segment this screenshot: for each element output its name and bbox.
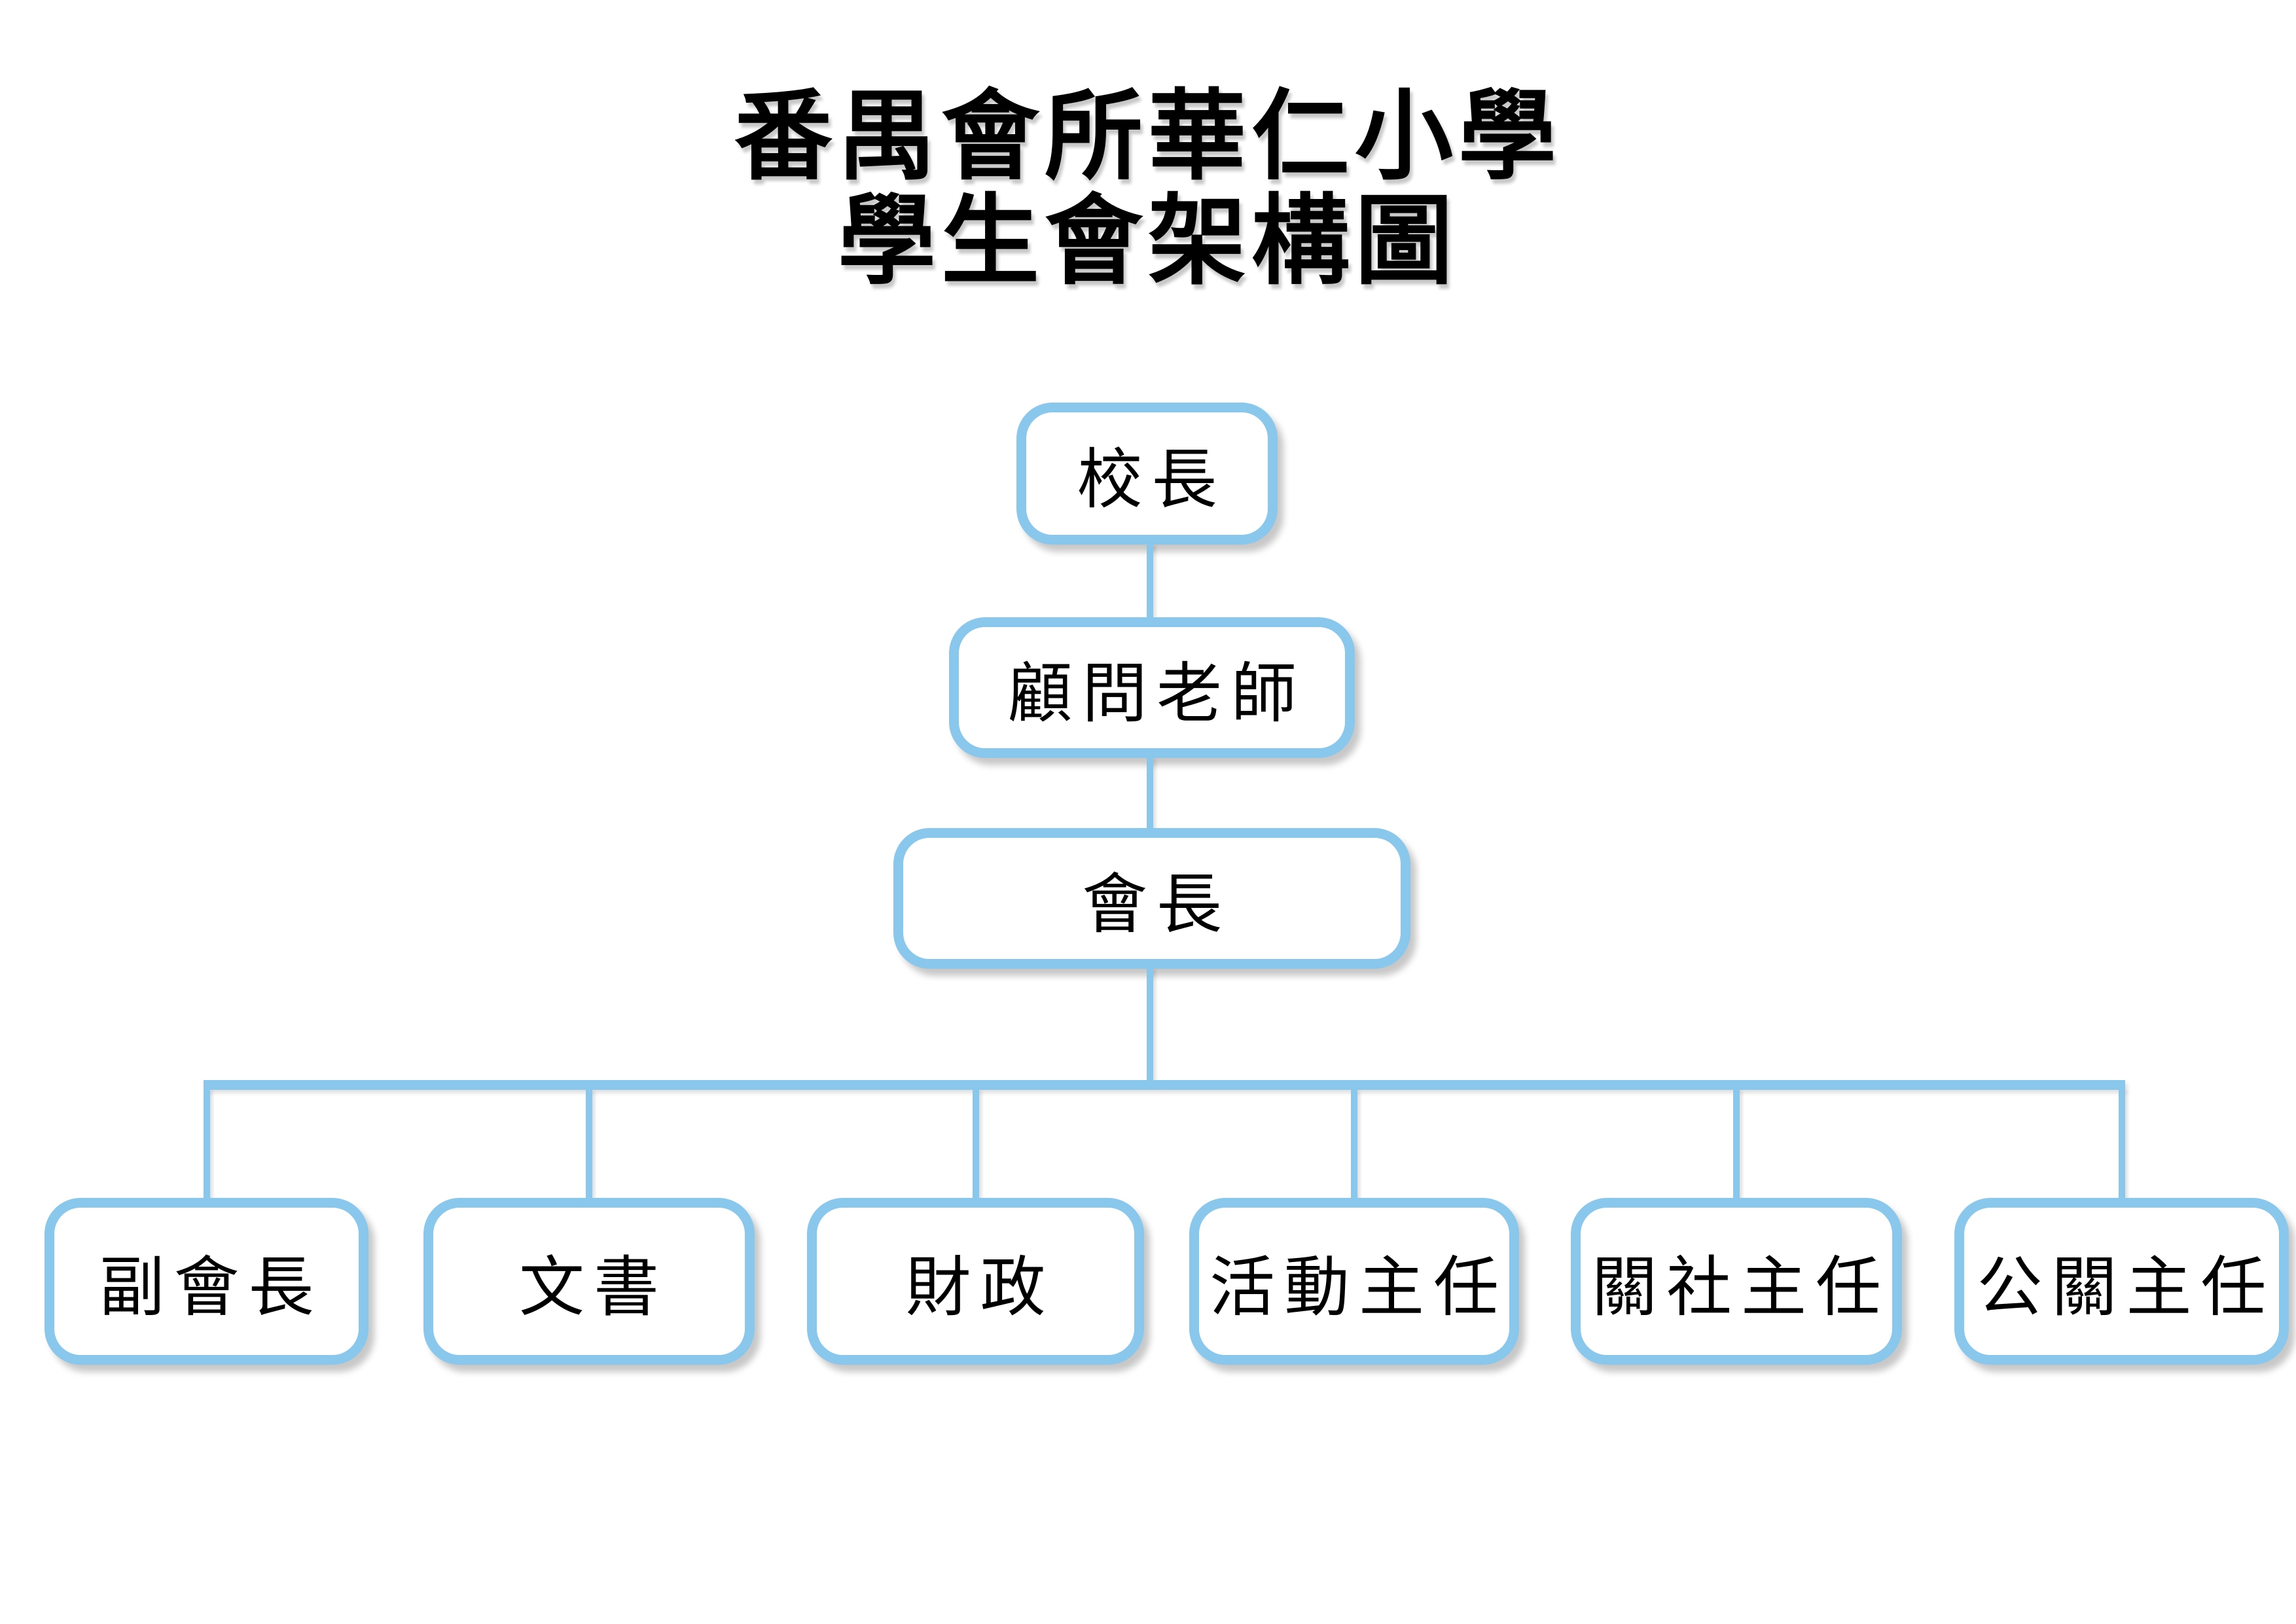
node-president-label: 會長 xyxy=(1082,866,1231,943)
page-title: 番禺會所華仁小學 學生會架構圖 xyxy=(0,84,2296,293)
connector-advisor-president xyxy=(1147,757,1153,829)
page-title-line1: 番禺會所華仁小學 xyxy=(734,81,1562,191)
node-advisor-teacher: 顧問老師 xyxy=(949,617,1355,758)
connector-drop-activities-director xyxy=(1351,1089,1357,1200)
node-treasurer: 財政 xyxy=(807,1198,1144,1365)
node-pr-director: 公關主任 xyxy=(1954,1198,2289,1365)
node-treasurer-label: 財政 xyxy=(905,1249,1055,1326)
connector-drop-pr-director xyxy=(2119,1089,2125,1200)
node-pr-director-label: 公關主任 xyxy=(1977,1249,2276,1326)
node-principal-label: 校長 xyxy=(1077,441,1227,518)
node-principal: 校長 xyxy=(1016,403,1278,545)
page-title-line2: 學生會架構圖 xyxy=(837,186,1458,296)
connector-drop-vice-president xyxy=(204,1089,210,1200)
node-advisor-teacher-label: 顧問老師 xyxy=(1007,655,1306,732)
node-activities-director-label: 活動主任 xyxy=(1210,1249,1508,1326)
connector-drop-treasurer xyxy=(973,1089,979,1200)
connector-principal-advisor xyxy=(1147,543,1153,619)
node-activities-director: 活動主任 xyxy=(1189,1198,1519,1365)
connector-president-bar xyxy=(1147,967,1153,1083)
connector-drop-secretary xyxy=(586,1089,592,1200)
node-president: 會長 xyxy=(893,828,1410,969)
node-secretary-label: 文書 xyxy=(519,1249,668,1326)
node-vice-president-label: 副會長 xyxy=(99,1249,323,1326)
node-secretary: 文書 xyxy=(423,1198,755,1365)
connector-drop-community-director xyxy=(1733,1089,1740,1200)
node-vice-president: 副會長 xyxy=(45,1198,368,1365)
connector-horizontal-bar xyxy=(204,1080,2125,1090)
node-community-director-label: 關社主任 xyxy=(1592,1249,1890,1326)
node-community-director: 關社主任 xyxy=(1571,1198,1902,1365)
